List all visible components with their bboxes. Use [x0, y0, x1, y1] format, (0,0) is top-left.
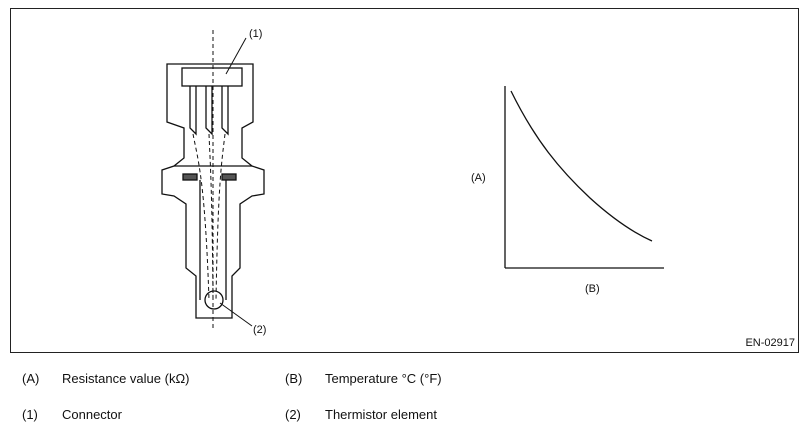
legend-key: (2)	[285, 407, 301, 422]
callout-thermistor: (2)	[253, 324, 266, 336]
legend-item-b: (B) Temperature °C (°F)	[285, 371, 442, 386]
resistance-temperature-graph	[504, 86, 664, 269]
graph-y-label: (A)	[471, 172, 486, 184]
figure-frame	[10, 8, 799, 353]
legend-text: Connector	[62, 407, 122, 422]
sensor-internal-wires	[192, 30, 226, 330]
legend-item-1: (1) Connector	[22, 407, 122, 422]
sensor-drawing	[161, 63, 265, 319]
legend-item-2: (2) Thermistor element	[285, 407, 437, 422]
legend-key: (1)	[22, 407, 38, 422]
legend-text: Resistance value (kΩ)	[62, 371, 190, 386]
callout-connector: (1)	[249, 28, 262, 40]
figure-code: EN-02917	[745, 337, 795, 349]
legend-key: (B)	[285, 371, 303, 386]
legend-text: Temperature °C (°F)	[325, 371, 442, 386]
graph-curve	[510, 90, 653, 242]
legend-item-a: (A) Resistance value (kΩ)	[22, 371, 190, 386]
legend-text: Thermistor element	[325, 407, 437, 422]
legend-key: (A)	[22, 371, 40, 386]
graph-x-label: (B)	[585, 283, 600, 295]
callout-leaders	[219, 37, 253, 327]
